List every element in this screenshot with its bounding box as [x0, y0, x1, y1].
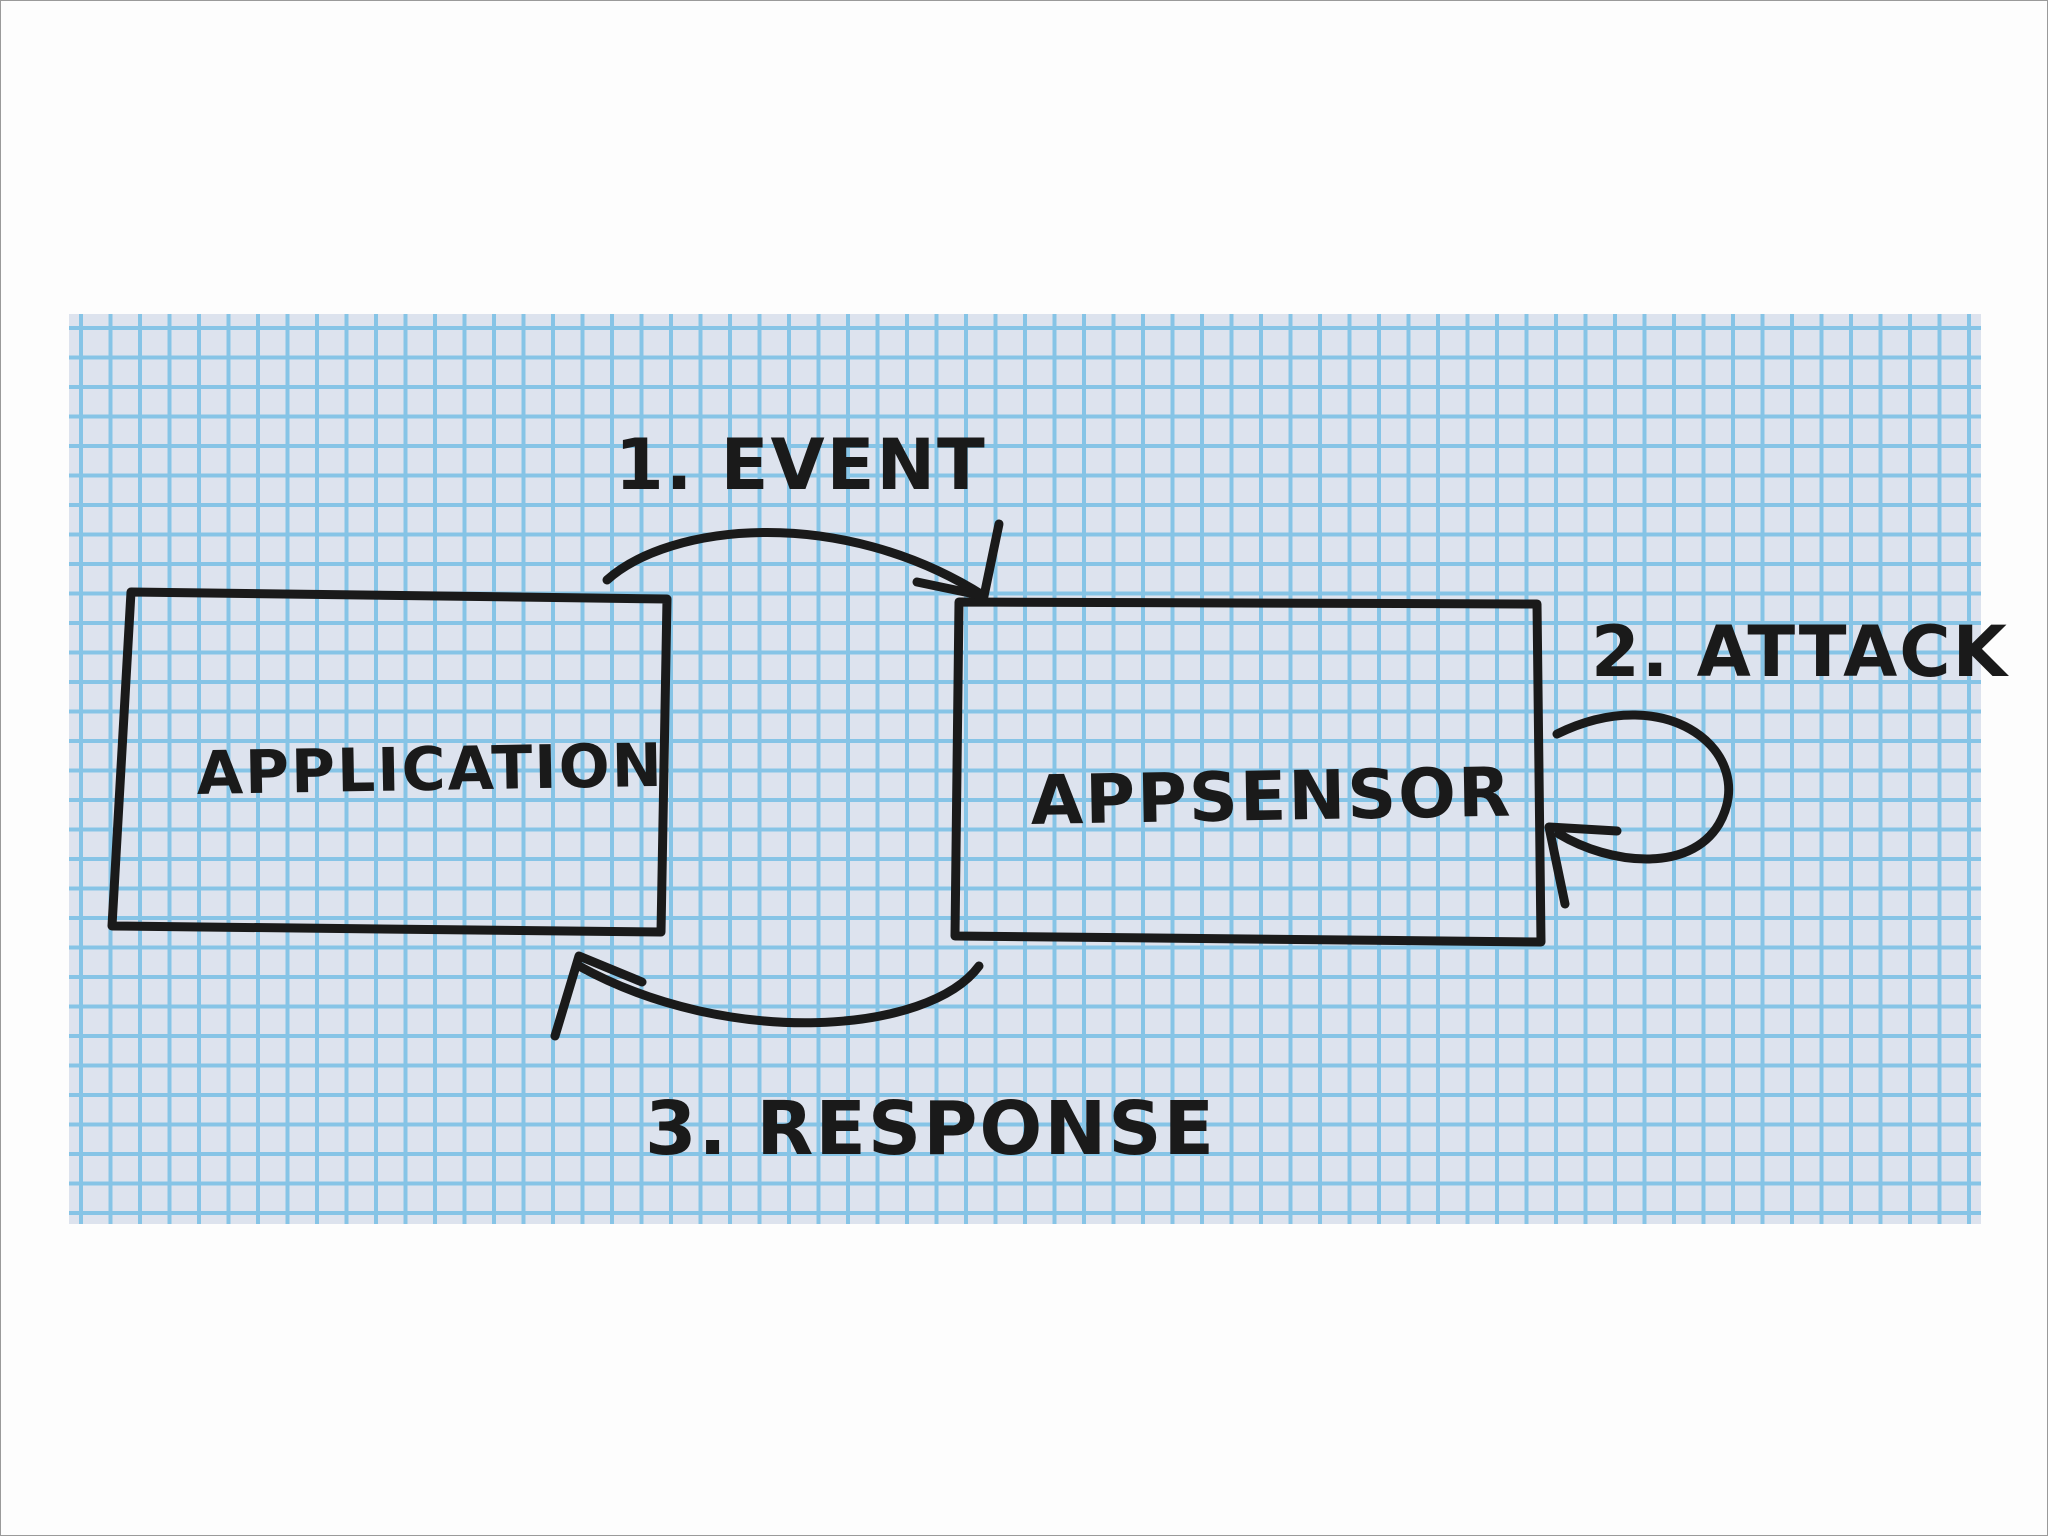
flow-diagram: APPLICATION APPSENSOR 1. EVENT 2. ATTACK… [107, 424, 2008, 1172]
application-label: APPLICATION [196, 731, 664, 809]
graph-paper-photo: APPLICATION APPSENSOR 1. EVENT 2. ATTACK… [69, 314, 2008, 1224]
attack-loop-arrow [1552, 710, 1734, 864]
appsensor-box [950, 597, 1546, 947]
appsensor-label: APPSENSOR [1030, 754, 1513, 841]
event-label: 1. EVENT [615, 424, 987, 506]
attack-arrowhead-icon [1544, 822, 1622, 909]
event-arrowhead-icon [912, 519, 1004, 601]
response-arrow [574, 961, 984, 1028]
event-arrow [602, 528, 989, 601]
response-arrowhead-icon [550, 951, 647, 1041]
application-box [107, 587, 672, 937]
attack-label: 2. ATTACK [1591, 611, 2010, 693]
response-label: 3. RESPONSE [645, 1086, 1216, 1172]
